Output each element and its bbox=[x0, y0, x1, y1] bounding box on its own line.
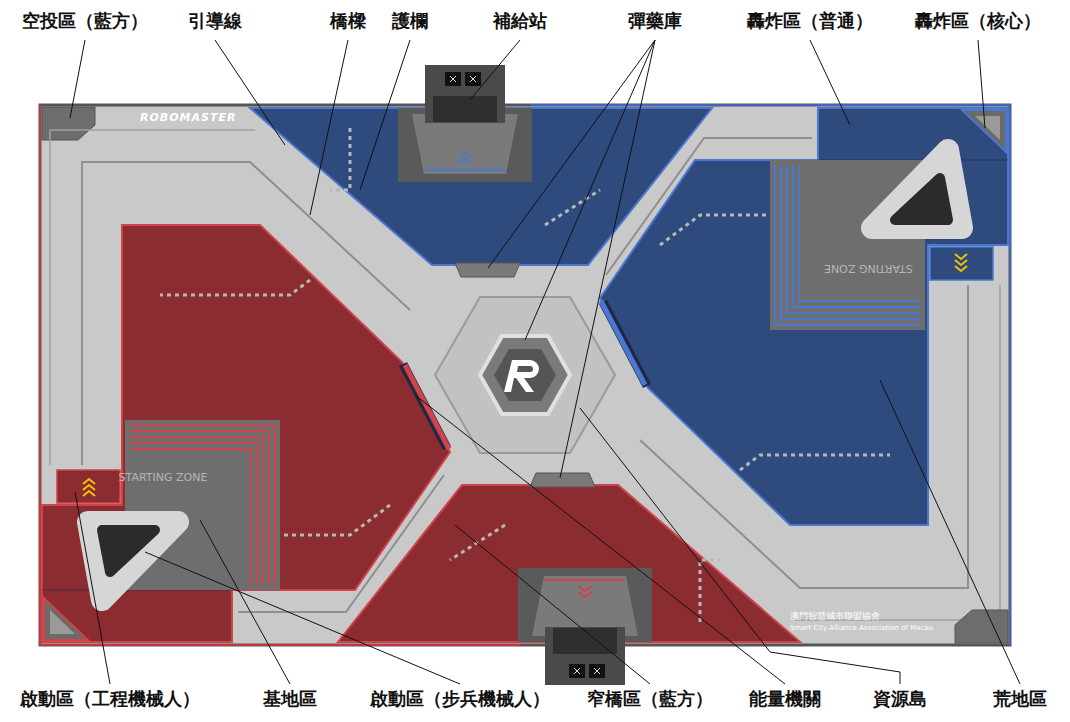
callout-label: 引導線 bbox=[188, 10, 242, 32]
callout-label: 轟炸區（核心） bbox=[915, 10, 1041, 32]
callout-label: 能量機關 bbox=[749, 688, 821, 710]
zone-text: STARTING ZONE bbox=[824, 262, 913, 275]
callout-label: 空投區（藍方） bbox=[22, 10, 148, 32]
leader-lines bbox=[70, 40, 1020, 684]
callout-label: 啟動區（工程機械人） bbox=[20, 688, 200, 710]
callout-label: 彈藥庫 bbox=[628, 10, 682, 32]
callout-label: 護欄 bbox=[392, 10, 428, 32]
callout-label: 轟炸區（普通） bbox=[747, 10, 873, 32]
callout-label: 窄橋區（藍方） bbox=[587, 688, 713, 710]
callout-label: 啟動區（步兵機械人） bbox=[370, 688, 550, 710]
callout-label: 基地區 bbox=[263, 688, 317, 710]
callout-label: 荒地區 bbox=[993, 688, 1047, 710]
logo-text: 澳門智慧城市聯盟協會 bbox=[790, 611, 880, 622]
callout-label: 資源島 bbox=[873, 688, 927, 710]
callout-label: 補給站 bbox=[493, 10, 547, 32]
callout-label: 橋樑 bbox=[330, 10, 366, 32]
zone-text: STARTING ZONE bbox=[119, 471, 208, 484]
logo-text: Smart City Alliance Association of Macau bbox=[790, 624, 933, 632]
watermark-text: ROBOMASTER bbox=[140, 111, 236, 124]
